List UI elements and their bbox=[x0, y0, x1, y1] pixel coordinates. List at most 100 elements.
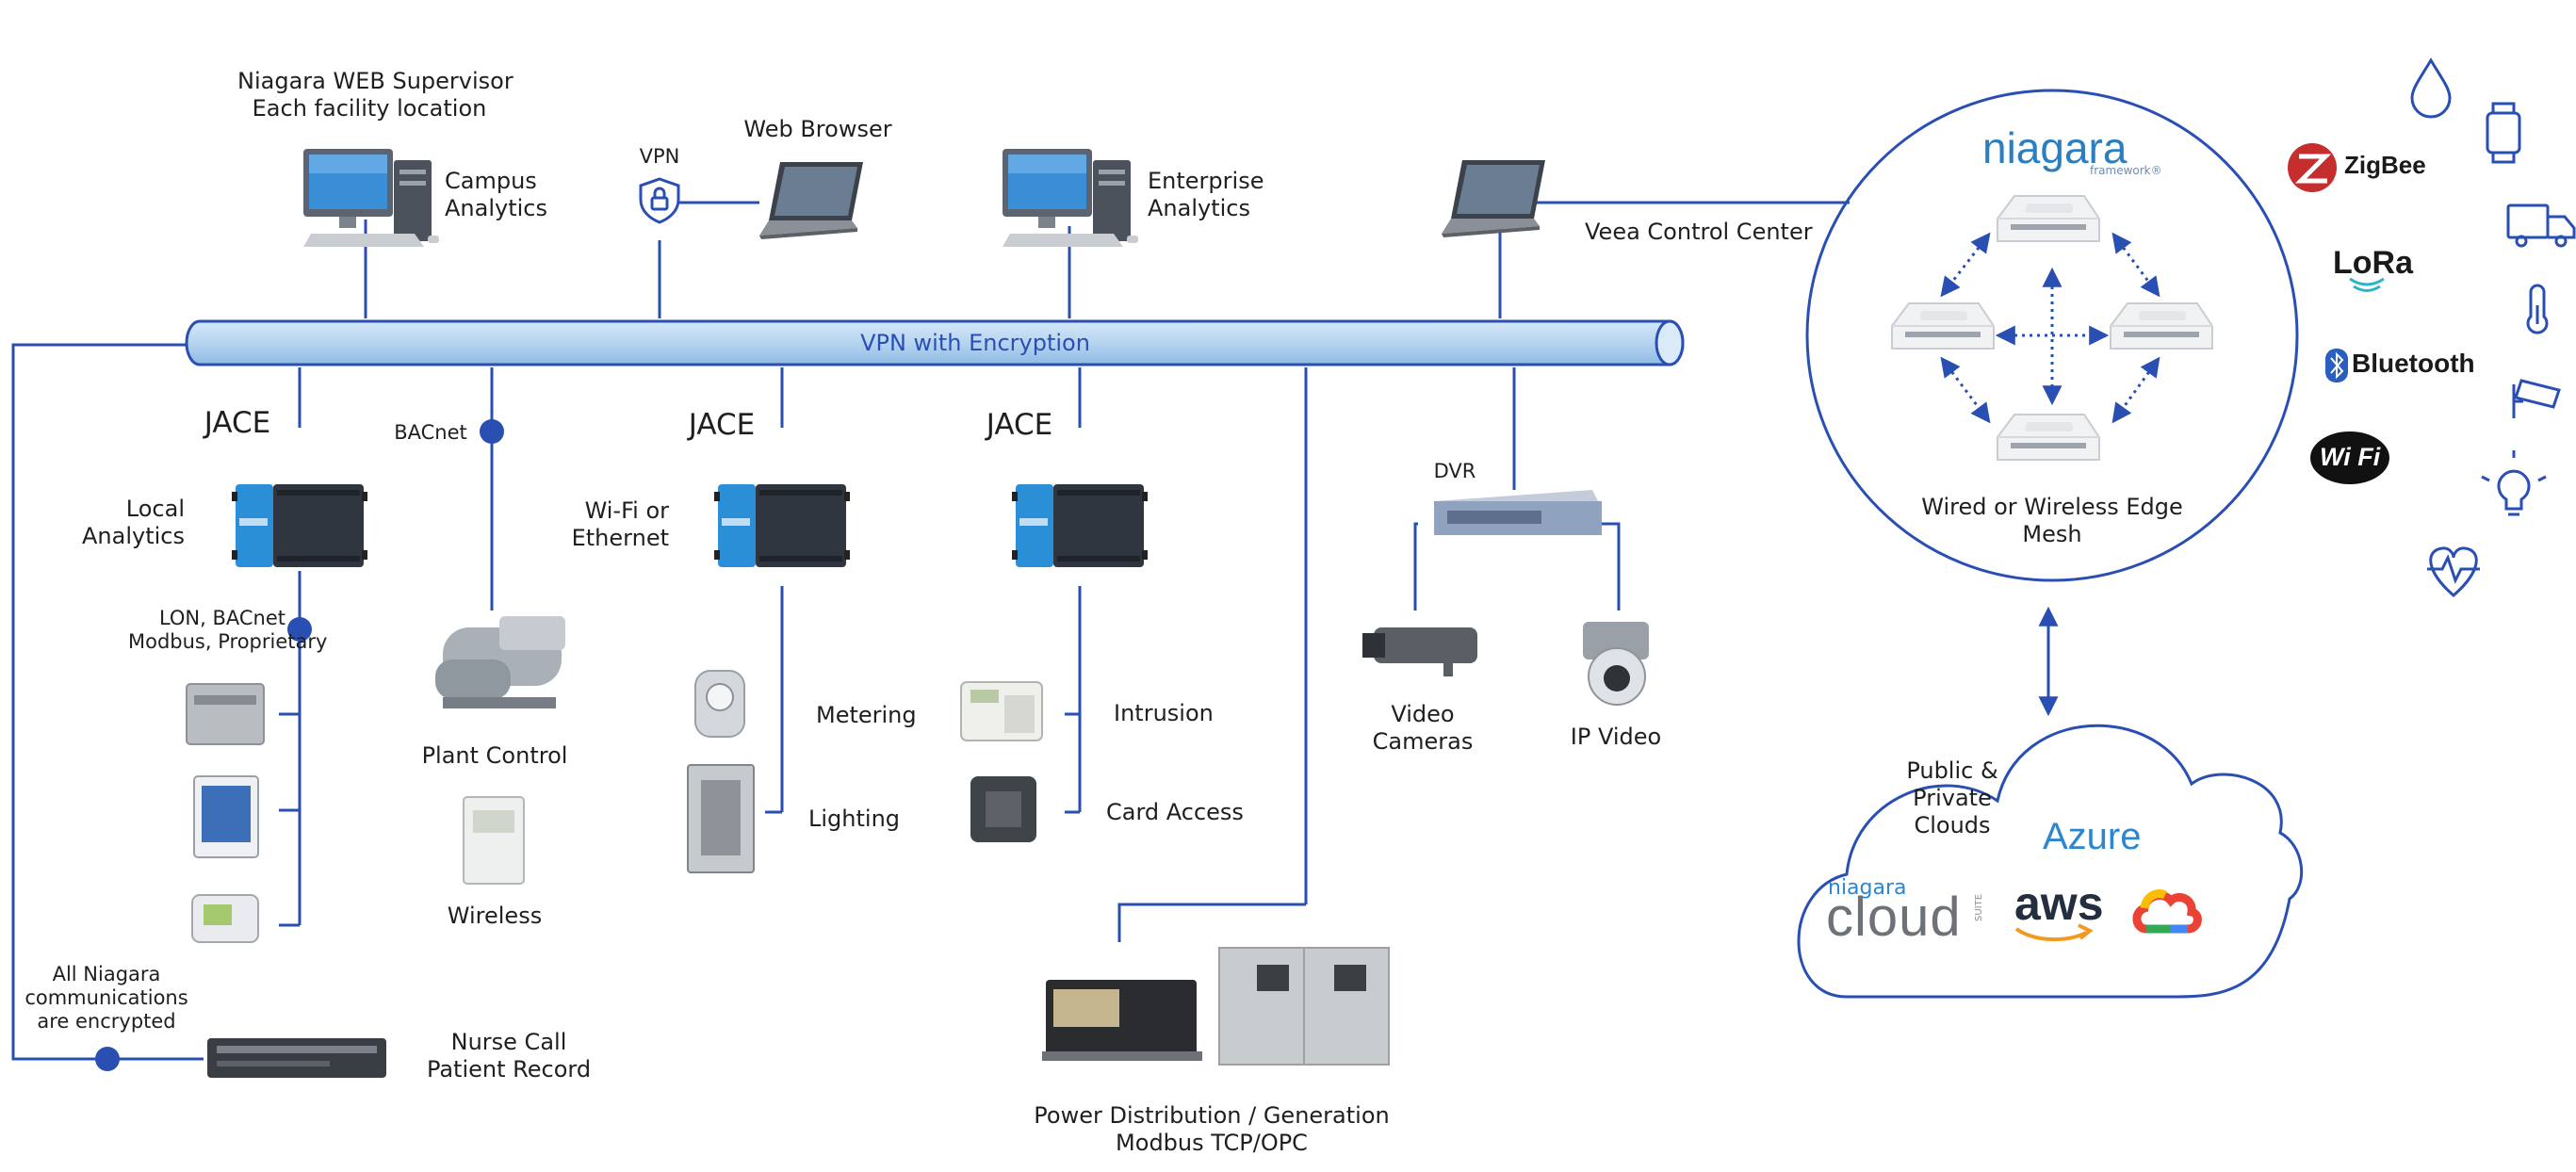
ip-video-label: IP Video bbox=[1570, 724, 1662, 750]
jace-controller-1-icon bbox=[232, 484, 367, 567]
vpn-pipe bbox=[185, 319, 1685, 366]
keypad-icon bbox=[960, 681, 1043, 741]
wifi-label-line1: Wi-Fi or bbox=[584, 497, 669, 524]
generator-icon bbox=[1042, 980, 1202, 1061]
plant-control-label: Plant Control bbox=[421, 742, 568, 769]
lora-text: LoRa bbox=[2333, 245, 2413, 281]
niagara-logo: niagara bbox=[1982, 123, 2128, 172]
power-label-line2: Modbus TCP/OPC bbox=[1116, 1130, 1308, 1156]
web-browser-laptop-icon bbox=[759, 162, 863, 239]
niagara-framework-text: framework® bbox=[2090, 164, 2162, 177]
meter-icon bbox=[694, 670, 745, 738]
supervisor-label-line1: Niagara WEB Supervisor bbox=[237, 68, 514, 94]
local-label-line2: Analytics bbox=[82, 523, 185, 549]
metering-label: Metering bbox=[816, 702, 917, 728]
enterprise-label-line1: Enterprise bbox=[1148, 168, 1264, 194]
dvr-label: DVR bbox=[1433, 460, 1476, 482]
encrypted-label-line3: are encrypted bbox=[37, 1010, 176, 1033]
veea-control-center-label: Veea Control Center bbox=[1585, 219, 1813, 245]
campus-label-line1: Campus bbox=[445, 168, 537, 194]
light-bulb-icon bbox=[2481, 450, 2547, 516]
ip-camera-icon bbox=[1583, 622, 1649, 706]
iot-icons bbox=[2410, 57, 2576, 597]
lora-waves-icon bbox=[2349, 277, 2385, 292]
bluetooth-text: Bluetooth bbox=[2352, 349, 2475, 378]
clouds-label-line2: Private bbox=[1913, 785, 1992, 811]
video-label-line2: Cameras bbox=[1372, 728, 1474, 755]
supervisor-label-line2: Each facility location bbox=[252, 95, 487, 122]
protocols-label-line1: LON, BACnet bbox=[158, 607, 286, 629]
intrusion-label: Intrusion bbox=[1114, 700, 1214, 726]
niagara-cloud-text: cloud bbox=[1826, 887, 1962, 948]
azure-logo-text: Azure bbox=[2043, 816, 2142, 857]
cloud-suite-text: SUITE bbox=[1974, 893, 1985, 922]
water-drop-icon bbox=[2410, 57, 2452, 119]
veea-laptop-icon bbox=[1442, 160, 1545, 237]
encrypted-label-line2: communications bbox=[24, 986, 188, 1009]
zigbee-logo-icon bbox=[2288, 143, 2337, 192]
edge-node-right-icon bbox=[2110, 302, 2213, 350]
smartwatch-icon bbox=[2486, 102, 2521, 164]
aws-smile bbox=[2014, 923, 2094, 942]
wifi-logo-icon bbox=[2310, 431, 2389, 484]
mesh-label-line1: Wired or Wireless Edge bbox=[1921, 494, 2183, 520]
edge-node-left-icon bbox=[1891, 302, 1995, 350]
cloud-shape bbox=[1797, 724, 2304, 999]
wireless-thermostat-icon bbox=[463, 796, 525, 885]
wifi-text: Wi Fi bbox=[2320, 443, 2381, 471]
nurse-label-line2: Patient Record bbox=[426, 1056, 592, 1082]
bluetooth-logo-icon bbox=[2325, 349, 2348, 383]
jace-label-1: JACE bbox=[204, 406, 271, 440]
bacnet-label: BACnet bbox=[394, 421, 467, 444]
jace-label-2: JACE bbox=[688, 408, 756, 442]
server-rack-icon bbox=[207, 1038, 386, 1078]
lighting-label: Lighting bbox=[808, 806, 901, 832]
controller-device-icon bbox=[186, 683, 265, 745]
google-cloud-icon bbox=[2132, 889, 2202, 934]
nurse-label-line1: Nurse Call bbox=[450, 1029, 567, 1055]
field-devices bbox=[186, 490, 1649, 1078]
chiller-icon bbox=[435, 616, 565, 708]
card-access-label: Card Access bbox=[1106, 799, 1244, 825]
protocols-label-line2: Modbus, Proprietary bbox=[128, 630, 328, 653]
vpn-shield-icon bbox=[639, 177, 680, 224]
clouds-label-line1: Public & bbox=[1906, 757, 1998, 784]
power-label-line1: Power Distribution / Generation bbox=[1034, 1102, 1390, 1129]
thermometer-icon bbox=[2526, 284, 2549, 334]
wireless-label: Wireless bbox=[447, 903, 543, 929]
heart-rate-icon bbox=[2427, 546, 2480, 597]
local-label-line1: Local bbox=[125, 496, 185, 522]
jace-controller-3-icon bbox=[1012, 484, 1148, 567]
lighting-panel-icon bbox=[687, 764, 755, 873]
truck-icon bbox=[2506, 203, 2576, 248]
encrypted-label-line1: All Niagara bbox=[52, 963, 161, 985]
touch-panel-icon bbox=[193, 775, 259, 858]
switchgear-icon bbox=[1218, 947, 1390, 1066]
card-reader-icon bbox=[970, 776, 1036, 842]
jace-controller-2-icon bbox=[714, 484, 850, 567]
edge-node-top-icon bbox=[1997, 195, 2100, 242]
connection-dots bbox=[95, 419, 504, 1071]
web-browser-label: Web Browser bbox=[743, 116, 892, 142]
aws-logo-text: aws bbox=[2014, 877, 2104, 930]
enterprise-label-line2: Analytics bbox=[1148, 195, 1250, 221]
video-label-line1: Video bbox=[1391, 701, 1455, 727]
clouds-label-line3: Clouds bbox=[1914, 812, 1991, 838]
jace-label-3: JACE bbox=[986, 408, 1053, 442]
campus-label-line2: Analytics bbox=[445, 195, 547, 221]
vpn-label: VPN bbox=[639, 145, 680, 168]
dvr-icon bbox=[1434, 490, 1602, 535]
edge-mesh bbox=[1805, 89, 2299, 582]
